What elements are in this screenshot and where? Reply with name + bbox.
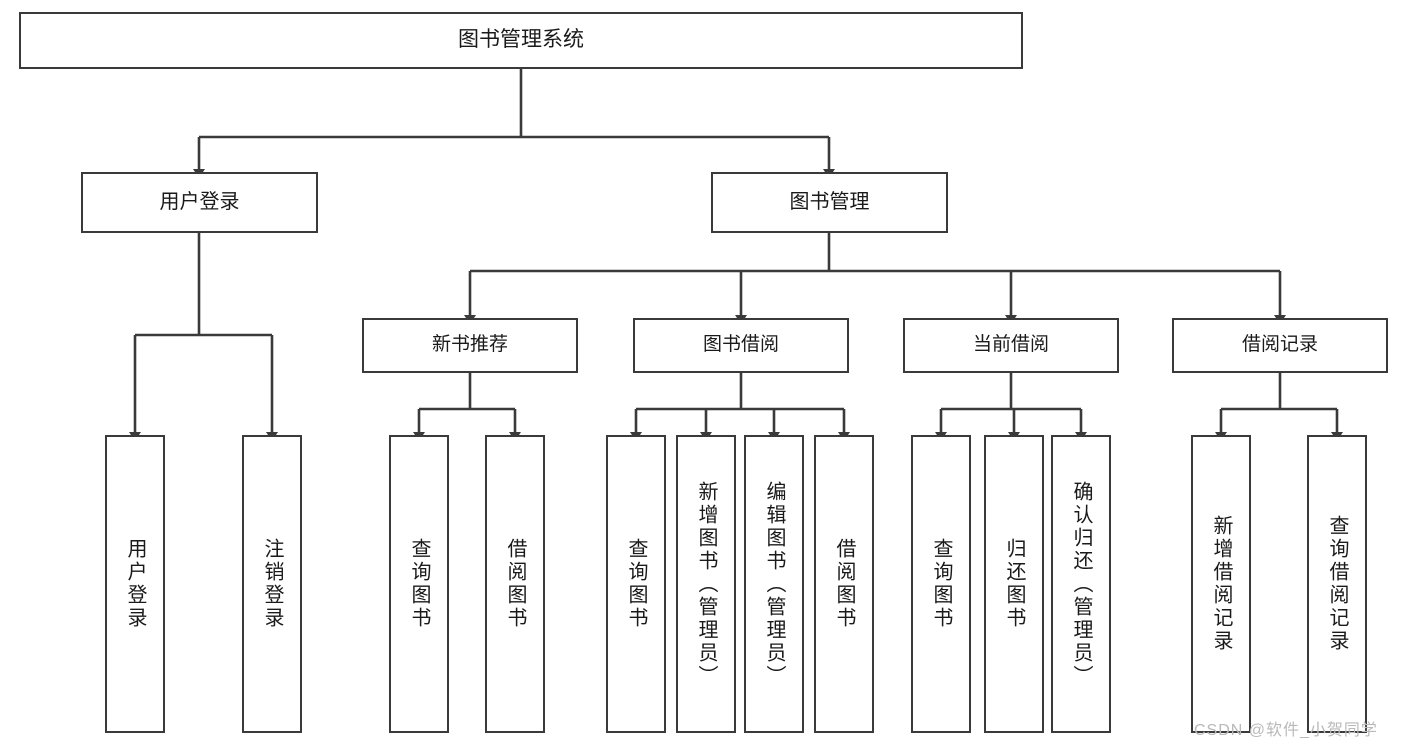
node-leaf-query-book-2-label: 查询图书 [625, 538, 647, 630]
node-leaf-query-borrow-record[interactable]: 查询借阅记录 [1307, 435, 1367, 733]
node-leaf-edit-book-label: 编辑图书（管理员） [763, 480, 785, 688]
node-new-book-recommend-label: 新书推荐 [431, 334, 508, 356]
node-new-book-recommend[interactable]: 新书推荐 [362, 318, 578, 373]
node-leaf-borrow-book-2[interactable]: 借阅图书 [814, 435, 874, 733]
node-leaf-confirm-return[interactable]: 确认归还（管理员） [1051, 435, 1111, 733]
node-leaf-return-book-label: 归还图书 [1003, 538, 1025, 630]
node-leaf-edit-book[interactable]: 编辑图书（管理员） [744, 435, 804, 733]
node-leaf-query-book-3[interactable]: 查询图书 [911, 435, 971, 733]
node-borrow-record-label: 借阅记录 [1241, 334, 1318, 356]
node-leaf-query-book-1[interactable]: 查询图书 [389, 435, 449, 733]
node-root-label: 图书管理系统 [458, 28, 584, 52]
node-leaf-confirm-return-label: 确认归还（管理员） [1070, 480, 1092, 688]
node-root[interactable]: 图书管理系统 [19, 12, 1023, 69]
node-user-login-label: 用户登录 [159, 190, 240, 213]
node-leaf-borrow-book-1[interactable]: 借阅图书 [485, 435, 545, 733]
node-book-manage-label: 图书管理 [789, 190, 870, 213]
tree-connectors [129, 69, 1343, 441]
node-leaf-user-login[interactable]: 用户登录 [105, 435, 165, 733]
node-borrow-record[interactable]: 借阅记录 [1172, 318, 1388, 373]
node-leaf-query-book-2[interactable]: 查询图书 [606, 435, 666, 733]
node-leaf-add-borrow-record[interactable]: 新增借阅记录 [1191, 435, 1251, 733]
node-user-login[interactable]: 用户登录 [81, 172, 318, 233]
node-book-manage[interactable]: 图书管理 [711, 172, 948, 233]
node-leaf-user-logout[interactable]: 注销登录 [242, 435, 302, 733]
node-book-borrow-label: 图书借阅 [702, 334, 779, 356]
node-leaf-user-logout-label: 注销登录 [261, 538, 283, 630]
node-leaf-borrow-book-2-label: 借阅图书 [833, 538, 855, 630]
node-book-borrow[interactable]: 图书借阅 [633, 318, 849, 373]
node-leaf-borrow-book-1-label: 借阅图书 [504, 538, 526, 630]
node-leaf-query-book-1-label: 查询图书 [408, 538, 430, 630]
node-leaf-add-book-label: 新增图书（管理员） [695, 480, 717, 688]
node-leaf-return-book[interactable]: 归还图书 [984, 435, 1044, 733]
node-leaf-query-borrow-record-label: 查询借阅记录 [1326, 515, 1348, 653]
node-leaf-add-borrow-record-label: 新增借阅记录 [1210, 515, 1232, 653]
node-leaf-user-login-label: 用户登录 [124, 538, 146, 630]
node-leaf-add-book[interactable]: 新增图书（管理员） [676, 435, 736, 733]
node-current-borrow[interactable]: 当前借阅 [903, 318, 1119, 373]
node-current-borrow-label: 当前借阅 [972, 334, 1049, 356]
node-leaf-query-book-3-label: 查询图书 [930, 538, 952, 630]
